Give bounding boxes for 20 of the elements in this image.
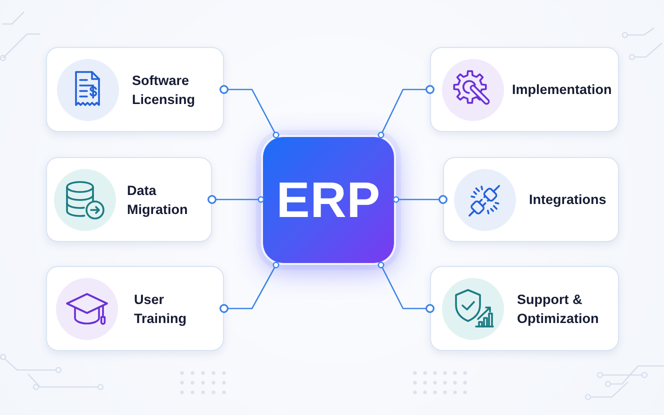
service-label: User Training [134, 290, 188, 328]
service-card [430, 47, 619, 132]
connector-line [220, 85, 280, 138]
service-card [443, 157, 619, 242]
connector-line [378, 85, 434, 138]
erp-hub-box [261, 135, 396, 265]
connector-line [208, 195, 264, 204]
service-label: Software Licensing [132, 72, 196, 108]
connector-line [392, 195, 448, 204]
service-label: Integrations [529, 191, 608, 209]
service-card [46, 47, 224, 132]
service-label: Implementation [512, 81, 613, 99]
service-label: Support & Optimization [517, 290, 600, 328]
service-card [46, 157, 212, 242]
service-card [46, 266, 224, 351]
hub-title: ERP [276, 175, 381, 225]
connector-line [378, 262, 434, 313]
service-label: Data Migration [127, 182, 189, 218]
service-card [430, 266, 619, 351]
connector-line [220, 262, 280, 313]
